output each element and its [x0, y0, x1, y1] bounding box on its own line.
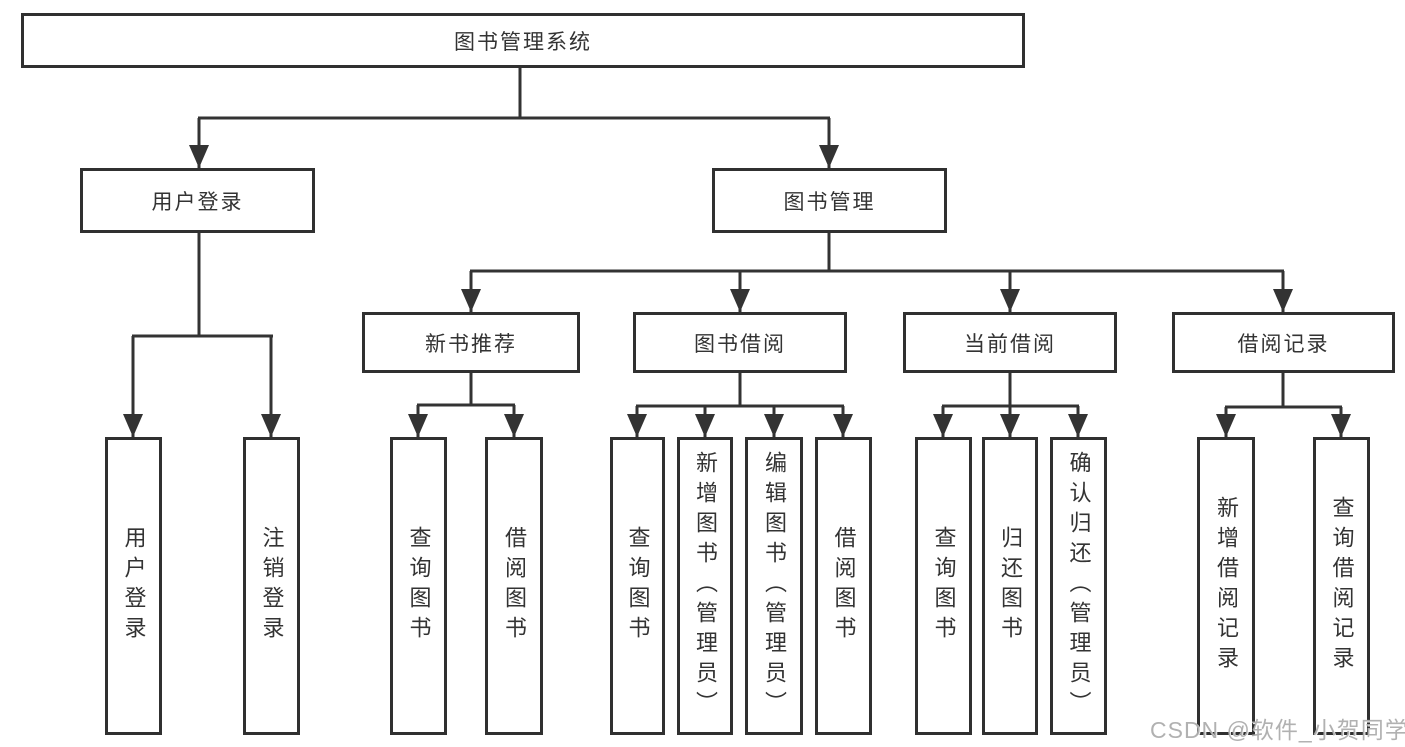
node-root: 图书管理系统 — [21, 13, 1025, 68]
leaf-query-books-1-label: 查询图书 — [406, 526, 432, 646]
leaf-user-login: 用户登录 — [105, 437, 162, 735]
node-new-book-recommend: 新书推荐 — [362, 312, 580, 373]
leaf-query-books-3-label: 查询图书 — [931, 526, 957, 646]
node-current-borrowing-label: 当前借阅 — [964, 332, 1056, 356]
node-current-borrowing: 当前借阅 — [903, 312, 1117, 373]
leaf-add-books-admin: 新增图书（管理员） — [677, 437, 733, 735]
node-root-label: 图书管理系统 — [454, 30, 592, 54]
leaf-logout: 注销登录 — [243, 437, 300, 735]
leaf-edit-books-admin: 编辑图书（管理员） — [745, 437, 803, 735]
leaf-add-borrow-record-label: 新增借阅记录 — [1214, 496, 1239, 676]
leaf-borrow-books-1-label: 借阅图书 — [502, 526, 527, 646]
node-book-borrowing-label: 图书借阅 — [694, 332, 786, 356]
node-borrowing-records: 借阅记录 — [1172, 312, 1395, 373]
leaf-logout-label: 注销登录 — [259, 526, 285, 646]
leaf-user-login-label: 用户登录 — [121, 526, 147, 646]
csdn-watermark: CSDN @软件_小贺同学 — [1150, 717, 1405, 743]
node-book-management: 图书管理 — [712, 168, 947, 233]
leaf-query-borrow-record-label: 查询借阅记录 — [1329, 496, 1355, 676]
leaf-query-borrow-record: 查询借阅记录 — [1313, 437, 1370, 735]
node-book-borrowing: 图书借阅 — [633, 312, 847, 373]
leaf-add-books-admin-label: 新增图书（管理员） — [693, 451, 718, 721]
leaf-borrow-books-2-label: 借阅图书 — [831, 526, 857, 646]
node-new-book-recommend-label: 新书推荐 — [425, 332, 517, 356]
leaf-confirm-return-admin-label: 确认归还（管理员） — [1066, 451, 1092, 721]
leaf-query-books-2-label: 查询图书 — [625, 526, 651, 646]
leaf-query-books-2: 查询图书 — [610, 437, 665, 735]
leaf-edit-books-admin-label: 编辑图书（管理员） — [762, 451, 787, 721]
node-user-login: 用户登录 — [80, 168, 315, 233]
leaf-return-books: 归还图书 — [982, 437, 1038, 735]
leaf-add-borrow-record: 新增借阅记录 — [1197, 437, 1255, 735]
leaf-confirm-return-admin: 确认归还（管理员） — [1050, 437, 1107, 735]
node-user-login-label: 用户登录 — [151, 190, 244, 214]
leaf-query-books-3: 查询图书 — [915, 437, 972, 735]
leaf-borrow-books-1: 借阅图书 — [485, 437, 543, 735]
leaf-borrow-books-2: 借阅图书 — [815, 437, 872, 735]
node-borrowing-records-label: 借阅记录 — [1237, 332, 1330, 356]
leaf-return-books-label: 归还图书 — [998, 526, 1023, 646]
leaf-query-books-1: 查询图书 — [390, 437, 447, 735]
node-book-management-label: 图书管理 — [783, 190, 876, 214]
